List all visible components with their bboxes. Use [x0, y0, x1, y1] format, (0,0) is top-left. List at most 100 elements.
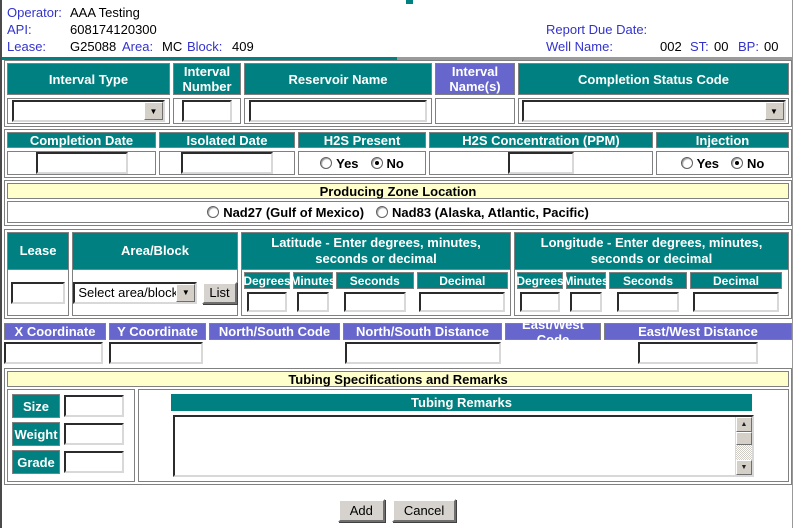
- block-label: Block:: [187, 39, 223, 54]
- lease-input[interactable]: [11, 281, 65, 304]
- grade-label: Grade: [12, 450, 60, 474]
- latitude-degrees-input[interactable]: [247, 292, 287, 312]
- interval-table: Interval Type Interval Number Reservoir …: [4, 60, 792, 127]
- st-value: 00: [714, 39, 729, 54]
- h2s-yes-label: Yes: [336, 155, 359, 171]
- area-block-header: Area/Block: [73, 233, 237, 270]
- injection-no-label: No: [747, 155, 765, 171]
- interval-names-header: Interval Name(s): [435, 63, 515, 95]
- longitude-minutes-input[interactable]: [570, 292, 602, 312]
- latitude-decimal-input[interactable]: [419, 292, 506, 312]
- producing-zone-section: Producing Zone Location Nad27 (Gulf of M…: [4, 180, 792, 226]
- size-label: Size: [12, 394, 60, 418]
- north-south-distance-header: North/South Distance: [343, 323, 502, 340]
- bp-label: BP:: [738, 39, 759, 54]
- latitude-group-header: Latitude - Enter degrees, minutes, secon…: [242, 233, 510, 270]
- interval-type-select-value: [14, 102, 144, 120]
- y-coordinate-header: Y Coordinate: [109, 323, 206, 340]
- lease-column: Lease: [7, 232, 69, 316]
- list-button[interactable]: List: [202, 281, 237, 304]
- h2s-concentration-input[interactable]: [508, 152, 574, 174]
- interval-number-input[interactable]: [182, 100, 232, 122]
- injection-yes-label: Yes: [696, 155, 720, 171]
- tubing-remarks-textarea[interactable]: ▲ ▼: [173, 415, 754, 477]
- longitude-group-header: Longitude - Enter degrees, minutes, seco…: [515, 233, 788, 270]
- longitude-decimal-header: Decimal: [690, 272, 782, 289]
- operator-value: AAA Testing: [70, 5, 140, 20]
- h2s-no-radio[interactable]: [370, 157, 383, 169]
- cancel-button[interactable]: Cancel: [391, 499, 457, 522]
- longitude-decimal-input[interactable]: [693, 292, 779, 312]
- latitude-minutes-header: Minutes: [290, 272, 336, 289]
- reservoir-name-input[interactable]: [249, 100, 427, 122]
- completion-status-code-select[interactable]: ▼: [521, 100, 786, 122]
- east-west-distance-input[interactable]: [638, 342, 758, 364]
- textarea-scrollbar[interactable]: ▲ ▼: [735, 417, 752, 475]
- location-table: Lease Area/Block Select area/block ▼ Lis…: [4, 229, 792, 319]
- north-south-code-header: North/South Code: [209, 323, 340, 340]
- header-divider: [2, 57, 792, 60]
- tubing-remarks-text[interactable]: [175, 417, 735, 475]
- x-coordinate-header: X Coordinate: [4, 323, 106, 340]
- scroll-up-icon[interactable]: ▲: [736, 417, 752, 432]
- well-name-label: Well Name:: [546, 39, 613, 54]
- operator-label: Operator:: [7, 5, 62, 20]
- longitude-group: Longitude - Enter degrees, minutes, seco…: [514, 232, 789, 316]
- h2s-concentration-header: H2S Concentration (PPM): [429, 132, 653, 148]
- tubing-specs-panel: Size Weight Grade: [7, 389, 135, 482]
- interval-type-select[interactable]: ▼: [12, 100, 165, 122]
- longitude-degrees-input[interactable]: [520, 292, 560, 312]
- longitude-seconds-header: Seconds: [609, 272, 687, 289]
- reservoir-name-header: Reservoir Name: [244, 63, 432, 95]
- report-due-date-label: Report Due Date:: [546, 22, 648, 37]
- add-button[interactable]: Add: [337, 499, 385, 522]
- interval-names-cell: [435, 98, 515, 124]
- latitude-degrees-header: Degrees: [243, 272, 291, 289]
- scroll-down-icon[interactable]: ▼: [736, 460, 752, 475]
- latitude-seconds-input[interactable]: [343, 292, 406, 312]
- tubing-remarks-panel: Tubing Remarks ▲ ▼: [138, 389, 789, 482]
- h2s-no-label: No: [386, 155, 404, 171]
- latitude-group: Latitude - Enter degrees, minutes, secon…: [241, 232, 511, 316]
- isolated-date-header: Isolated Date: [159, 132, 295, 148]
- block-value: 409: [232, 39, 254, 54]
- injection-no-radio[interactable]: [731, 157, 744, 169]
- size-input[interactable]: [64, 395, 124, 417]
- longitude-degrees-header: Degrees: [516, 272, 564, 289]
- latitude-seconds-header: Seconds: [336, 272, 414, 289]
- area-label: Area:: [122, 39, 154, 54]
- weight-input[interactable]: [64, 423, 124, 445]
- tubing-section: Tubing Specifications and Remarks Size W…: [4, 368, 792, 485]
- api-label: API:: [7, 22, 32, 37]
- nad83-radio[interactable]: [376, 206, 389, 218]
- area-block-select[interactable]: Select area/block ▼: [73, 281, 198, 304]
- y-coordinate-input[interactable]: [109, 342, 203, 364]
- scrollbar-thumb[interactable]: [736, 432, 752, 445]
- page-title-fragment: [406, 0, 413, 4]
- scrollbar-track[interactable]: [736, 445, 752, 460]
- latitude-minutes-input[interactable]: [297, 292, 329, 312]
- chevron-down-icon[interactable]: ▼: [764, 102, 784, 120]
- tubing-remarks-header: Tubing Remarks: [171, 394, 752, 411]
- isolated-date-input[interactable]: [181, 152, 273, 174]
- lease-column-header: Lease: [8, 233, 68, 270]
- nad27-radio[interactable]: [207, 206, 220, 218]
- completion-date-input[interactable]: [35, 152, 128, 174]
- weight-label: Weight: [12, 422, 60, 446]
- injection-yes-radio[interactable]: [680, 157, 693, 169]
- x-coordinate-input[interactable]: [4, 342, 103, 364]
- nad83-label: Nad83 (Alaska, Atlantic, Pacific): [392, 204, 589, 220]
- lease-value: G25088: [70, 39, 117, 54]
- chevron-down-icon[interactable]: ▼: [144, 102, 163, 120]
- chevron-down-icon[interactable]: ▼: [176, 283, 196, 302]
- interval-type-header: Interval Type: [7, 63, 170, 95]
- grade-input[interactable]: [64, 451, 124, 473]
- form-page: Operator: AAA Testing API: 608174120300 …: [0, 0, 793, 528]
- action-button-row: Add Cancel: [2, 499, 792, 522]
- interval-number-header: Interval Number: [173, 63, 241, 95]
- longitude-seconds-input[interactable]: [617, 292, 679, 312]
- area-value: MC: [162, 39, 183, 54]
- north-south-distance-input[interactable]: [344, 342, 501, 364]
- producing-zone-title: Producing Zone Location: [7, 183, 789, 199]
- h2s-yes-radio[interactable]: [320, 157, 333, 169]
